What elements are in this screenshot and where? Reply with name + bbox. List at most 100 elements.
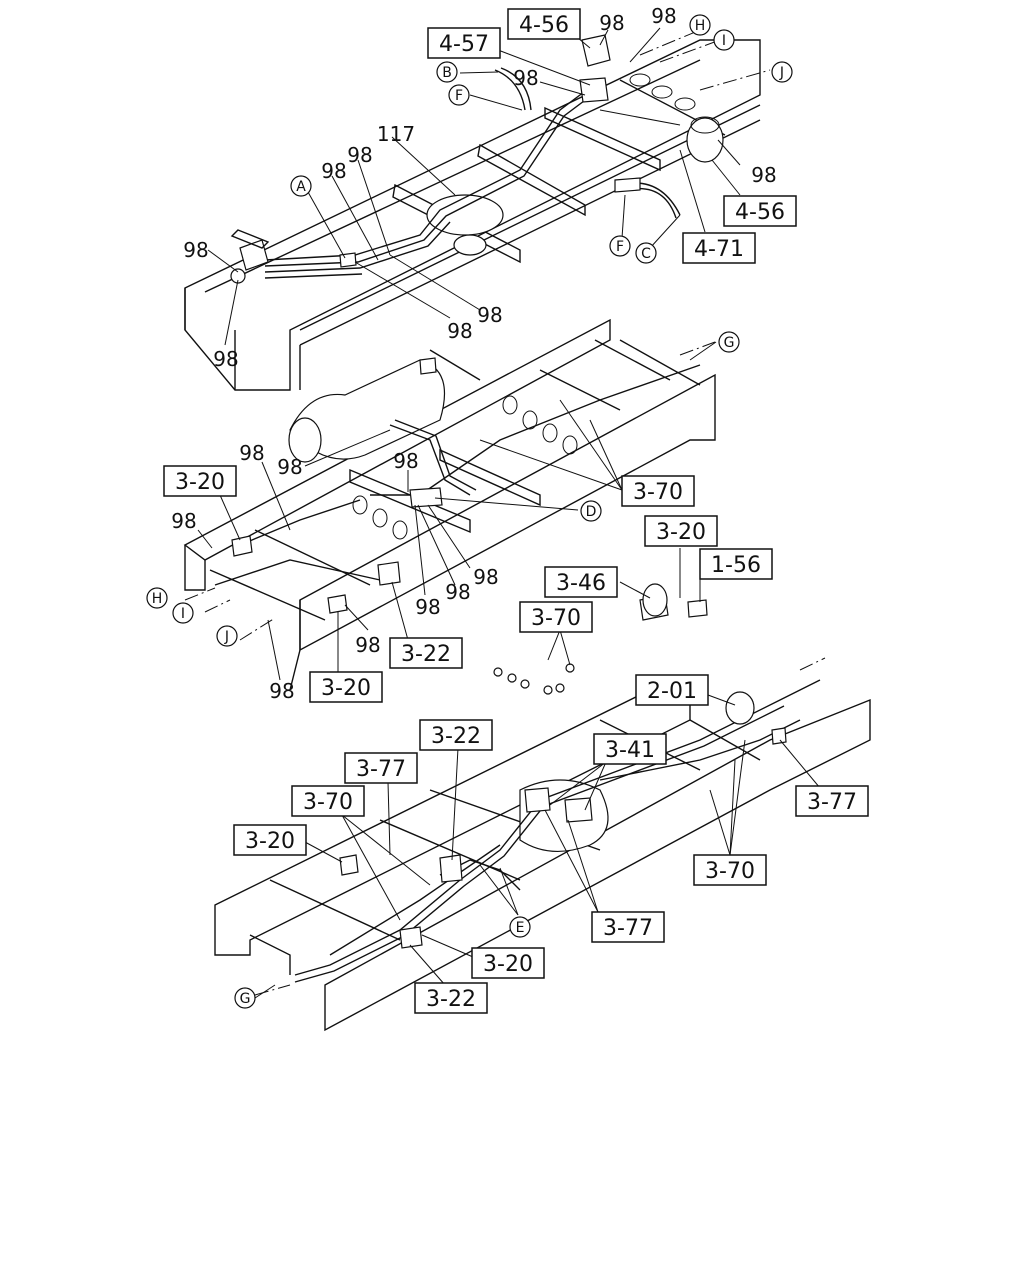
svg-text:H: H — [695, 18, 706, 34]
part-label-3-22-b: 3-22 — [419, 719, 493, 751]
svg-text:3-20: 3-20 — [321, 676, 371, 701]
svg-text:4-56: 4-56 — [735, 200, 785, 225]
number-labels: 98 98 98 98 117 98 98 98 98 98 98 98 98 … — [171, 4, 776, 703]
label-98: 98 — [213, 347, 238, 371]
label-98: 98 — [473, 565, 498, 589]
part-label-3-77-c: 3-77 — [591, 911, 665, 943]
label-98: 98 — [477, 303, 502, 327]
relay-valve-top — [581, 34, 611, 67]
svg-text:1-56: 1-56 — [711, 553, 761, 578]
svg-text:3-22: 3-22 — [426, 987, 476, 1012]
svg-text:G: G — [724, 335, 735, 351]
part-label-1-56: 1-56 — [699, 548, 773, 580]
part-label-3-22-c: 3-22 — [414, 982, 488, 1014]
part-label-3-70-d: 3-70 — [693, 854, 767, 886]
svg-text:3-20: 3-20 — [245, 829, 295, 854]
svg-text:G: G — [240, 991, 251, 1007]
frame-section-middle — [183, 318, 716, 691]
part-label-3-70-c: 3-70 — [291, 785, 365, 817]
valve-3-22-b — [439, 854, 463, 883]
callout-g-bottom: G — [234, 987, 256, 1009]
svg-text:3-77: 3-77 — [807, 790, 857, 815]
part-label-3-20-e: 3-20 — [471, 947, 545, 979]
label-98: 98 — [415, 595, 440, 619]
callout-d: D — [580, 500, 602, 522]
spring-brake-chamber — [686, 117, 724, 163]
part-label-3-20-d: 3-20 — [233, 824, 307, 856]
air-tank-oval — [426, 194, 504, 236]
svg-text:3-41: 3-41 — [605, 738, 655, 763]
svg-text:4-71: 4-71 — [694, 237, 744, 262]
svg-text:H: H — [152, 591, 163, 607]
svg-text:D: D — [586, 504, 597, 520]
svg-text:4-57: 4-57 — [439, 32, 489, 57]
component-2-01 — [725, 691, 755, 725]
label-98: 98 — [171, 509, 196, 533]
svg-text:4-56: 4-56 — [519, 13, 569, 38]
relay-valve-3-20 — [231, 535, 253, 557]
callout-g-top: G — [718, 331, 740, 353]
label-117: 117 — [377, 122, 415, 146]
svg-text:3-70: 3-70 — [705, 859, 755, 884]
part-label-3-41: 3-41 — [593, 733, 667, 765]
svg-text:3-20: 3-20 — [656, 520, 706, 545]
valve-3-22 — [377, 561, 401, 586]
part-label-2-01: 2-01 — [635, 674, 709, 706]
svg-text:F: F — [616, 239, 624, 255]
part-label-3-77-a: 3-77 — [344, 752, 418, 784]
callout-i-mid: I — [172, 602, 194, 624]
label-98: 98 — [321, 159, 346, 183]
svg-text:E: E — [516, 920, 525, 936]
part-label-3-70-a: 3-70 — [621, 475, 695, 507]
svg-text:2-01: 2-01 — [647, 679, 697, 704]
callout-j-top: J — [771, 61, 793, 83]
part-label-4-57: 4-57 — [427, 27, 501, 59]
part-label-3-20-c: 3-20 — [644, 515, 718, 547]
callout-h-top: H — [689, 14, 711, 36]
svg-text:J: J — [224, 629, 229, 645]
junction-block-d — [409, 487, 443, 508]
leader-lines — [197, 27, 821, 999]
label-98: 98 — [751, 163, 776, 187]
valve-3-46 — [642, 583, 668, 617]
svg-text:3-77: 3-77 — [356, 757, 406, 782]
callout-i-top: I — [713, 29, 735, 51]
callout-a: A — [290, 175, 312, 197]
part-label-4-56-top: 4-56 — [507, 8, 581, 40]
svg-text:3-77: 3-77 — [603, 916, 653, 941]
svg-text:3-20: 3-20 — [483, 952, 533, 977]
label-98: 98 — [183, 238, 208, 262]
label-98: 98 — [393, 449, 418, 473]
part-label-3-20-b: 3-20 — [309, 671, 383, 703]
callout-e: E — [509, 916, 531, 938]
callout-h-mid: H — [146, 587, 168, 609]
part-label-3-46: 3-46 — [544, 566, 618, 598]
part-label-3-22-a: 3-22 — [389, 637, 463, 669]
part-label-3-20-a: 3-20 — [163, 465, 237, 497]
svg-text:3-22: 3-22 — [401, 642, 451, 667]
svg-text:C: C — [641, 246, 651, 262]
svg-text:3-22: 3-22 — [431, 724, 481, 749]
svg-text:3-70: 3-70 — [531, 606, 581, 631]
frame-section-top — [184, 29, 771, 391]
label-98: 98 — [277, 455, 302, 479]
label-98: 98 — [347, 143, 372, 167]
label-98: 98 — [599, 11, 624, 35]
callout-c: C — [635, 242, 657, 264]
svg-text:3-20: 3-20 — [175, 470, 225, 495]
svg-text:J: J — [779, 65, 784, 81]
valve-1-56 — [687, 599, 708, 618]
part-label-3-70-b: 3-70 — [519, 601, 593, 633]
callout-f-mid: F — [609, 235, 631, 257]
svg-text:3-46: 3-46 — [556, 571, 606, 596]
frame-section-bottom — [214, 583, 871, 1032]
svg-text:B: B — [442, 65, 452, 81]
part-label-4-56-right: 4-56 — [723, 195, 797, 227]
label-98: 98 — [355, 633, 380, 657]
callout-b: B — [436, 61, 458, 83]
label-98: 98 — [269, 679, 294, 703]
label-98: 98 — [447, 319, 472, 343]
svg-text:I: I — [181, 606, 185, 622]
label-98: 98 — [651, 4, 676, 28]
